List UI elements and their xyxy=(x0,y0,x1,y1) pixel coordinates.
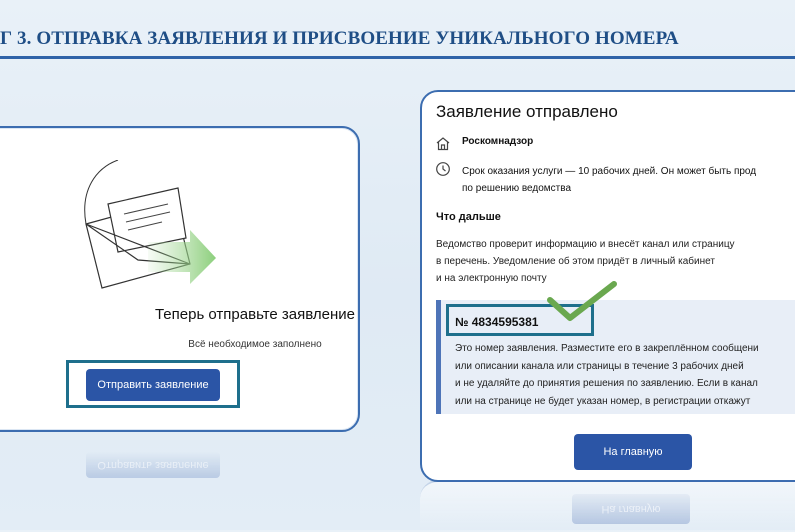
description-line: Это номер заявления. Разместите его в за… xyxy=(455,343,759,354)
sent-title: Заявление отправлено xyxy=(436,102,618,121)
service-term: Срок оказания услуги — 10 рабочих дней. … xyxy=(462,163,756,197)
description-line: или описании канала или страницы в течен… xyxy=(455,360,744,372)
next-steps-line: в перечень. Уведомление об этом придёт в… xyxy=(436,256,715,267)
envelope-send-icon xyxy=(84,160,216,289)
application-sent-card: Заявление отправлено Роскомнадзор Срок о… xyxy=(420,90,795,482)
application-number: № 4834595381 xyxy=(455,315,539,329)
checkmark-icon xyxy=(547,281,617,321)
application-number-box xyxy=(436,300,795,414)
card-reflection xyxy=(420,480,795,532)
send-button-highlight xyxy=(66,360,240,408)
send-button-reflection: Отправить заявление xyxy=(86,452,220,478)
home-button[interactable]: На главную xyxy=(574,434,692,470)
description-line: и не удаляйте до принятия решения по зая… xyxy=(455,378,758,389)
left-heading: Теперь отправьте заявление xyxy=(154,306,356,323)
title-divider xyxy=(0,56,795,59)
number-highlight xyxy=(446,304,594,336)
agency-name: Роскомнадзор xyxy=(462,136,534,147)
left-subtitle: Всё необходимое заполнено xyxy=(188,339,322,350)
description-line: или на странице не будет указан номер, в… xyxy=(455,395,751,407)
next-steps-line: Ведомство проверит информацию и внесёт к… xyxy=(436,239,735,250)
next-steps-heading: Что дальше xyxy=(436,211,501,223)
send-application-button[interactable]: Отправить заявление xyxy=(86,369,220,401)
slide-title: Г 3. ОТПРАВКА ЗАЯВЛЕНИЯ И ПРИСВОЕНИЕ УНИ… xyxy=(0,28,679,49)
clock-icon xyxy=(436,162,450,176)
service-term-line: по решению ведомства xyxy=(462,183,572,194)
next-steps-text: Ведомство проверит информацию и внесёт к… xyxy=(436,236,735,287)
home-icon xyxy=(436,137,450,151)
service-term-line: Срок оказания услуги — 10 рабочих дней. … xyxy=(462,166,757,177)
home-button-reflection: На главную xyxy=(572,494,690,524)
next-steps-line: и на электронную почту xyxy=(436,273,547,284)
number-description: Это номер заявления. Разместите его в за… xyxy=(455,340,759,410)
